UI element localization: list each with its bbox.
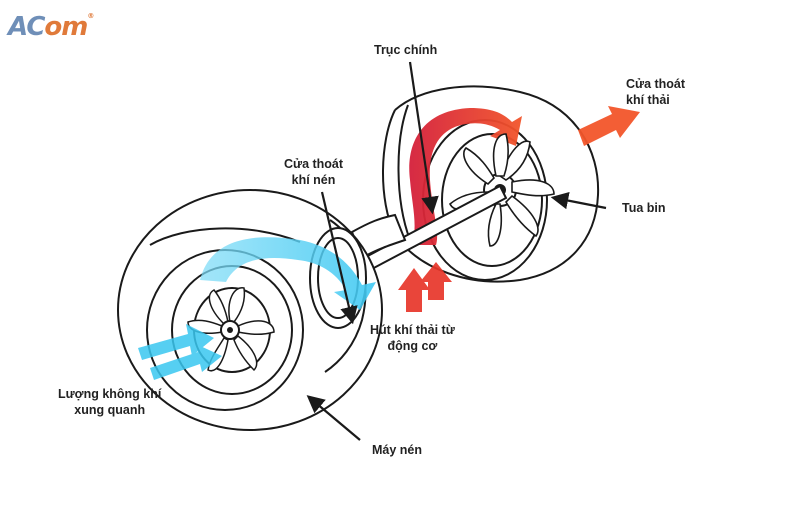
compressed-air-flow [200,237,376,310]
ambient-air-arrow [138,324,222,380]
logo-part-1: AC [8,12,45,42]
label-compressed-outlet: Cửa thoát khí nén [284,156,343,188]
leader-lines [306,61,607,441]
acom-logo: ACom® [8,12,94,42]
label-exhaust-outlet-line-2: khí thải [626,93,670,107]
logo-part-2: om [44,12,88,42]
label-compressor: Máy nén [372,442,422,458]
turbine-wheel-icon [449,133,555,247]
label-exhaust-intake: Hút khí thải từ động cơ [370,322,455,354]
label-turbine: Tua bin [622,200,666,216]
label-main-shaft: Trục chính [374,42,437,58]
label-turbine-text: Tua bin [622,201,666,215]
label-exhaust-outlet: Cửa thoát khí thải [626,76,685,108]
label-ambient-air: Lượng không khí xung quanh [58,386,161,418]
label-ambient-air-line-2: xung quanh [74,403,146,417]
exhaust-outlet-arrow [578,106,640,146]
label-main-shaft-text: Trục chính [374,43,438,57]
label-compressed-outlet-line-1: Cửa thoát [284,157,344,171]
label-exhaust-intake-line-2: động cơ [387,339,438,353]
exhaust-intake-arrow [398,262,452,312]
logo-registered: ® [87,12,94,20]
label-compressed-outlet-line-2: khí nén [291,173,336,187]
label-ambient-air-line-1: Lượng không khí [58,387,162,401]
label-exhaust-intake-line-1: Hút khí thải từ [370,323,455,337]
label-compressor-text: Máy nén [372,443,423,457]
label-exhaust-outlet-line-1: Cửa thoát [626,77,686,91]
